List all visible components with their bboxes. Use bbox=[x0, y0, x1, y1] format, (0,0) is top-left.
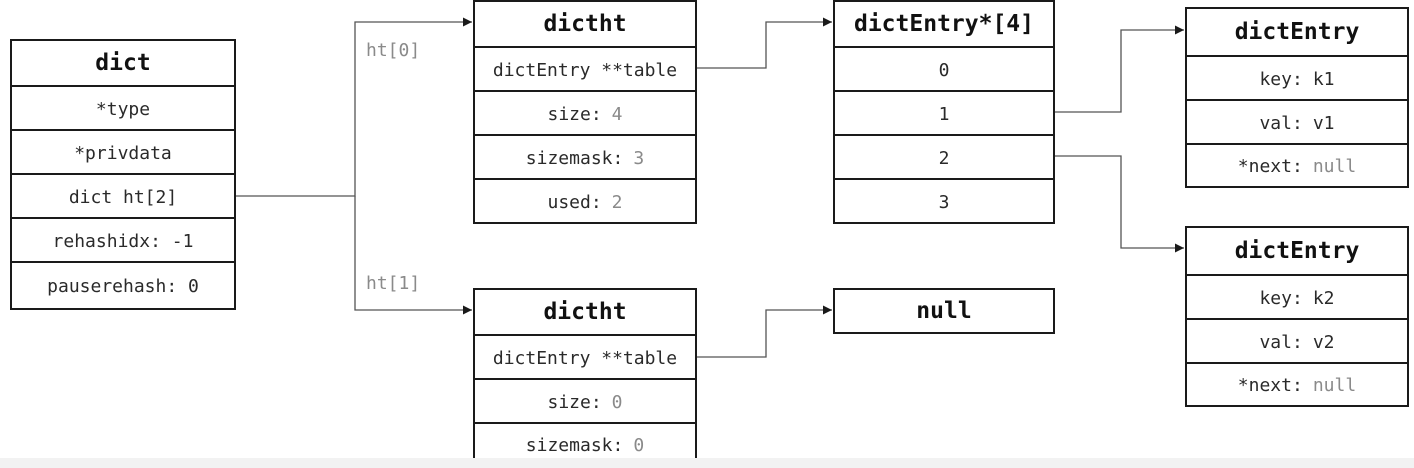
entry-2-val: val: v2 bbox=[1187, 318, 1407, 364]
field-name: dictEntry **table bbox=[492, 347, 678, 369]
ht0-label: ht[0] bbox=[366, 40, 421, 61]
field-name: dictEntry **table bbox=[492, 59, 678, 81]
dict-field-ht: dict ht[2] bbox=[12, 173, 234, 219]
dictht-1: dictht dictEntry **table size: 0 sizemask… bbox=[473, 288, 697, 466]
field-name: sizemask: bbox=[525, 434, 624, 456]
field-name: rehashidx: -1 bbox=[52, 230, 194, 252]
field-name: *next: bbox=[1237, 375, 1303, 396]
field-name: *next: bbox=[1237, 156, 1303, 177]
field-value: 2 bbox=[611, 191, 623, 213]
field-name: size: bbox=[547, 391, 602, 413]
field-value: 0 bbox=[633, 434, 645, 456]
wire-table0-to-array bbox=[697, 17, 832, 69]
dictht-0-field-table: dictEntry **table bbox=[475, 46, 695, 92]
dictht-1-field-size: size: 0 bbox=[475, 378, 695, 424]
field-value: v1 bbox=[1312, 112, 1335, 134]
null-title: null bbox=[916, 298, 972, 324]
dictht-1-title: dictht bbox=[543, 299, 627, 325]
field-value: 4 bbox=[611, 103, 623, 125]
dict-field-privdata: *privdata bbox=[12, 129, 234, 175]
dictht-0-title: dictht bbox=[543, 11, 627, 37]
entry-1-val: val: v1 bbox=[1187, 99, 1407, 145]
field-name: val: bbox=[1259, 331, 1303, 353]
entry-1-key: key: k1 bbox=[1187, 55, 1407, 101]
dictht-1-field-table: dictEntry **table bbox=[475, 334, 695, 380]
field-name: val: bbox=[1259, 112, 1303, 134]
bottom-fade-strip bbox=[0, 458, 1414, 468]
ht1-label: ht[1] bbox=[366, 273, 421, 294]
field-name: sizemask: bbox=[525, 147, 624, 169]
field-value: null bbox=[1312, 375, 1357, 396]
array-slot-0: 0 bbox=[835, 46, 1053, 92]
entry-2-next: *next: null bbox=[1187, 362, 1407, 407]
field-name: size: bbox=[547, 103, 602, 125]
field-value: null bbox=[1312, 156, 1357, 177]
dict-entry-array: dictEntry*[4] 0 1 2 3 bbox=[833, 0, 1055, 224]
entry-1-next: *next: null bbox=[1187, 143, 1407, 188]
field-name: key: bbox=[1259, 287, 1303, 309]
array-slot-3: 3 bbox=[835, 178, 1053, 224]
dict-entry-2-title: dictEntry bbox=[1234, 238, 1360, 264]
dictht-0-field-used: used: 2 bbox=[475, 178, 695, 224]
null-box: null bbox=[833, 288, 1055, 334]
wire-table1-to-null bbox=[697, 305, 832, 358]
array-slot-2: 2 bbox=[835, 134, 1053, 180]
dictht-0: dictht dictEntry **table size: 4 sizemask… bbox=[473, 0, 697, 224]
dictht-1-field-sizemask: sizemask: 0 bbox=[475, 422, 695, 466]
dict-entry-1-title: dictEntry bbox=[1234, 19, 1360, 45]
dict-field-rehashidx: rehashidx: -1 bbox=[12, 217, 234, 263]
field-name: used: bbox=[547, 191, 602, 213]
field-value: k2 bbox=[1312, 287, 1335, 309]
dictht-0-field-size: size: 4 bbox=[475, 90, 695, 136]
field-name: pauserehash: 0 bbox=[47, 276, 199, 297]
array-slot-1: 1 bbox=[835, 90, 1053, 136]
wire-slot1-to-entry1 bbox=[1055, 25, 1184, 113]
field-value: 3 bbox=[633, 147, 645, 169]
dictht-0-field-sizemask: sizemask: 3 bbox=[475, 134, 695, 180]
dict-struct: dict *type *privdata dict ht[2] rehashid… bbox=[10, 39, 236, 310]
field-name: *type bbox=[95, 98, 151, 120]
dict-field-type: *type bbox=[12, 85, 234, 131]
wire-slot2-to-entry2 bbox=[1055, 155, 1184, 253]
entry-2-key: key: k2 bbox=[1187, 274, 1407, 320]
dict-title: dict bbox=[95, 50, 151, 76]
dict-entry-1: dictEntry key: k1 val: v1 *next: null bbox=[1185, 7, 1409, 188]
wire-ht-to-dictht0 bbox=[236, 17, 472, 197]
wire-ht-to-dictht1 bbox=[354, 196, 472, 315]
field-value: 0 bbox=[611, 391, 623, 413]
dict-field-pauserehash: pauserehash: 0 bbox=[12, 261, 234, 310]
field-value: v2 bbox=[1312, 331, 1335, 353]
field-name: key: bbox=[1259, 68, 1303, 90]
dict-entry-array-title: dictEntry*[4] bbox=[853, 11, 1034, 37]
field-name: dict ht[2] bbox=[68, 186, 178, 208]
dict-entry-2: dictEntry key: k2 val: v2 *next: null bbox=[1185, 226, 1409, 407]
field-value: k1 bbox=[1312, 68, 1335, 90]
field-name: *privdata bbox=[74, 142, 172, 164]
